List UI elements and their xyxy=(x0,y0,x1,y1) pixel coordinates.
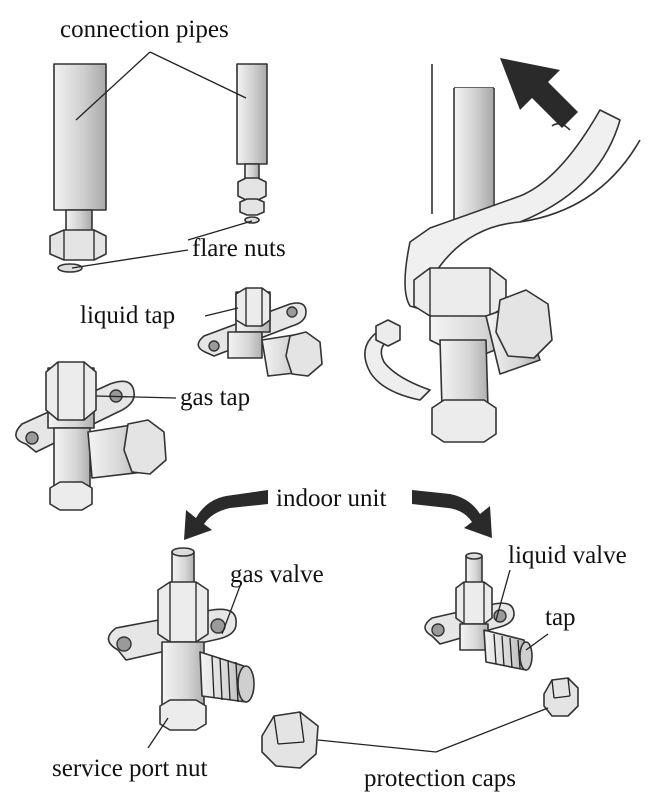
liquid-valve-nut xyxy=(455,581,493,625)
label-liquid-tap: liquid tap xyxy=(80,302,175,329)
gas-valve-body xyxy=(161,641,205,707)
gas-tap-group: gas tap xyxy=(15,361,250,511)
label-connection-pipes: connection pipes xyxy=(60,16,229,43)
large-flare-nut xyxy=(49,229,107,261)
label-indoor-unit: indoor unit xyxy=(276,485,386,512)
label-protection-caps: protection caps xyxy=(364,765,516,792)
label-flare-nuts: flare nuts xyxy=(192,235,286,262)
liquid-tap-cap xyxy=(285,331,323,377)
gas-tap-lower-nut xyxy=(49,481,93,511)
liquid-tap-group: liquid tap xyxy=(80,287,323,377)
valve-bottom-nut xyxy=(431,399,497,443)
connection-pipes-group: connection pipes flare nuts xyxy=(49,16,286,273)
large-flare-ring xyxy=(57,263,83,273)
indoor-unit-group: indoor unit xyxy=(184,485,492,540)
wrench-on-valve-group xyxy=(364,58,641,443)
right-arrow-icon xyxy=(412,490,492,538)
label-liquid-valve: liquid valve xyxy=(508,542,627,569)
gas-valve-group: gas valve service port nut xyxy=(52,547,324,782)
service-port-nut xyxy=(159,699,207,731)
rotation-arrow-icon xyxy=(500,58,578,128)
liquid-valve-stem xyxy=(465,555,483,585)
gas-tap-nut xyxy=(45,361,97,421)
gas-valve-nut xyxy=(157,581,209,643)
liquid-tap-nut xyxy=(235,287,271,327)
small-flare-nut-upper xyxy=(237,177,267,201)
label-service-port-nut: service port nut xyxy=(52,755,208,782)
connection-pipe-under-wrench xyxy=(455,88,493,228)
label-tap: tap xyxy=(545,604,576,631)
valve-side-cap xyxy=(495,289,553,359)
wrench-small-nut xyxy=(375,319,401,347)
small-flare-nut-lower xyxy=(239,198,265,216)
gas-tap-cap xyxy=(123,419,167,475)
small-connection-pipe xyxy=(236,63,268,165)
left-arrow-icon xyxy=(184,490,268,540)
protection-cap-large xyxy=(261,711,319,769)
label-gas-tap: gas tap xyxy=(180,384,250,411)
protection-caps-group: protection caps xyxy=(261,677,579,792)
label-gas-valve: gas valve xyxy=(230,561,324,588)
valve-top-nut xyxy=(413,267,507,317)
liquid-valve-group: liquid valve tap xyxy=(424,542,627,671)
large-connection-pipe xyxy=(53,63,107,211)
